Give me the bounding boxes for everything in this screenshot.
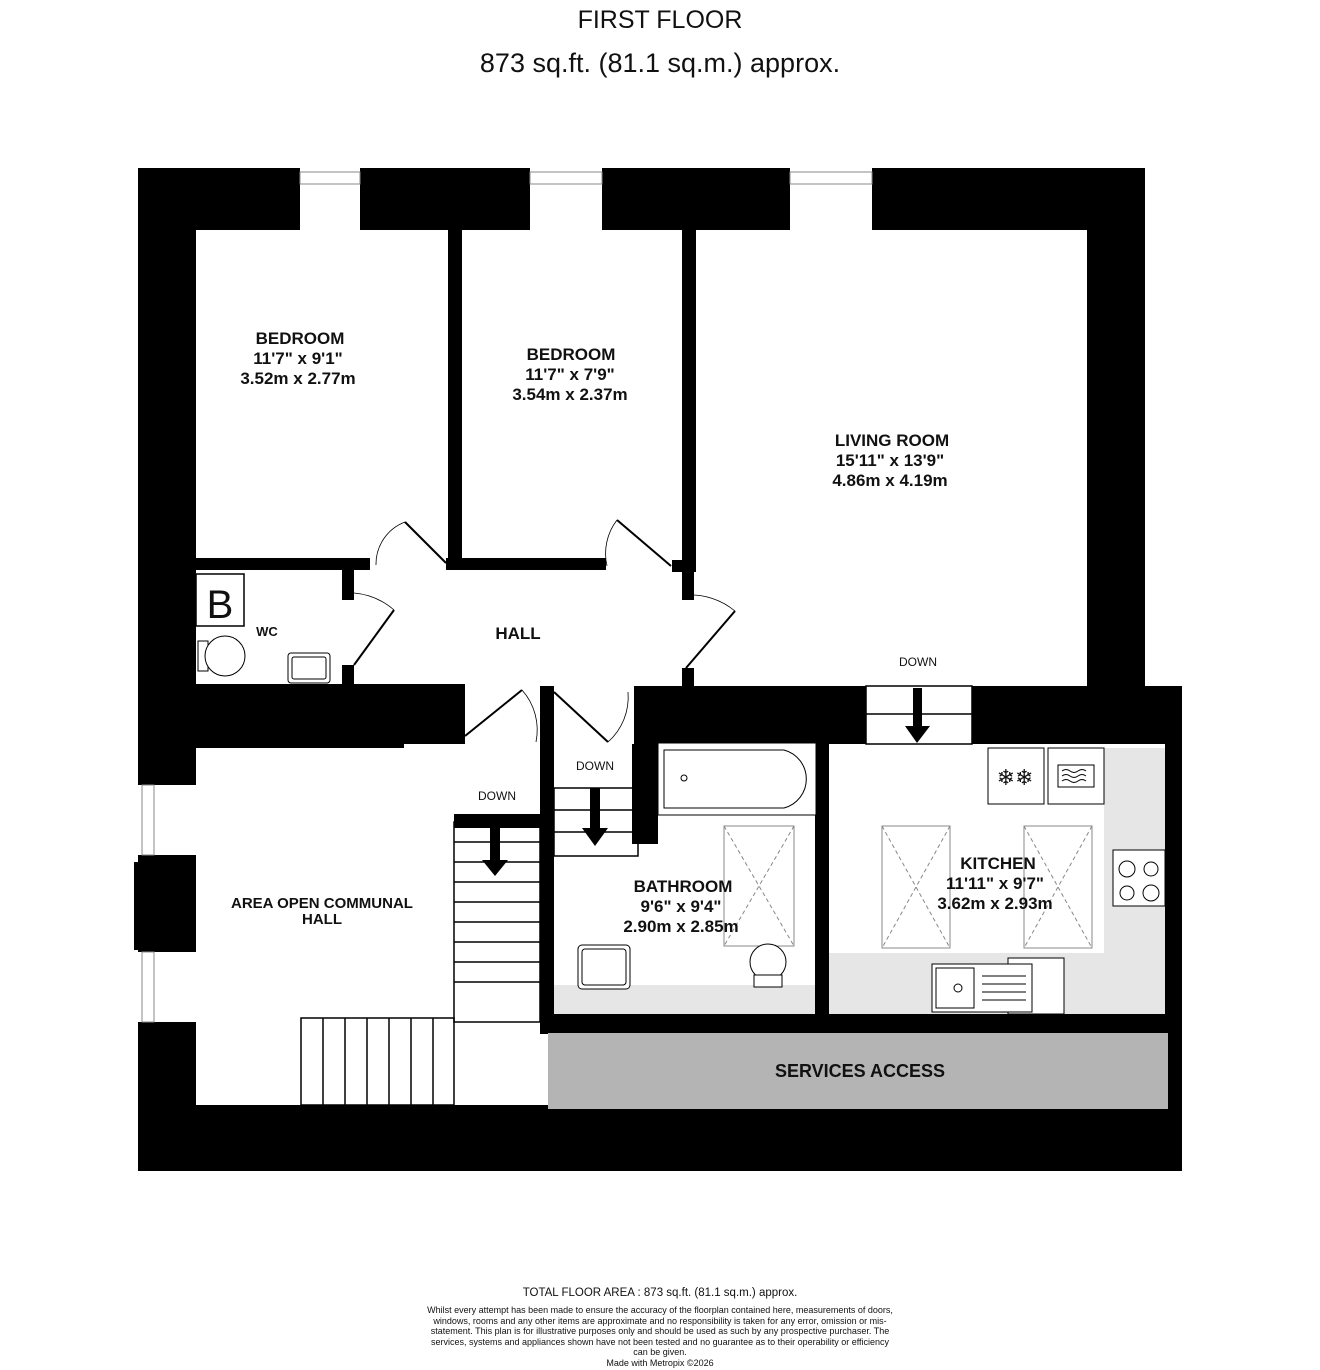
room-label-wc: WC	[256, 624, 278, 639]
svg-text:❄❄: ❄❄	[997, 765, 1034, 790]
window-icon	[138, 784, 196, 856]
windows	[134, 168, 873, 1023]
room-label-communal-hall: AREA OPEN COMMUNAL HALL	[231, 895, 413, 928]
toilet-icon	[197, 635, 246, 677]
svg-text:LIVING ROOM: LIVING ROOM	[835, 431, 949, 450]
down-arrows	[482, 688, 930, 876]
window-icon	[299, 168, 361, 230]
svg-text:B: B	[207, 583, 234, 627]
room-label-bedroom-2: BEDROOM 11'7" x 7'9" 3.54m x 2.37m	[512, 345, 627, 404]
room-label-hall: HALL	[495, 624, 540, 643]
total-floor-area: TOTAL FLOOR AREA : 873 sq.ft. (81.1 sq.m…	[522, 1287, 798, 1299]
svg-text:3.52m x 2.77m: 3.52m x 2.77m	[240, 369, 355, 388]
down-label: DOWN	[576, 759, 614, 773]
hob-icon	[1112, 849, 1166, 907]
svg-text:BATHROOM: BATHROOM	[634, 877, 733, 896]
svg-text:BEDROOM: BEDROOM	[256, 329, 345, 348]
toilet-icon	[749, 943, 787, 988]
window-icon	[789, 168, 873, 230]
room-label-kitchen: KITCHEN 11'11" x 9'7" 3.62m x 2.93m	[937, 854, 1052, 913]
svg-text:3.54m x 2.37m: 3.54m x 2.37m	[512, 385, 627, 404]
svg-text:9'6" x 9'4": 9'6" x 9'4"	[641, 897, 722, 916]
svg-text:KITCHEN: KITCHEN	[960, 854, 1036, 873]
skylight-icon	[881, 825, 1093, 949]
services-access-area	[548, 1033, 1168, 1109]
down-label: DOWN	[899, 655, 937, 669]
svg-text:2.90m x 2.85m: 2.90m x 2.85m	[623, 917, 738, 936]
svg-text:11'7" x 7'9": 11'7" x 7'9"	[525, 365, 614, 384]
svg-text:11'11" x 9'7": 11'11" x 9'7"	[946, 874, 1044, 893]
svg-text:3.62m x 2.93m: 3.62m x 2.93m	[937, 894, 1052, 913]
svg-text:11'7" x 9'1": 11'7" x 9'1"	[253, 349, 342, 368]
disclaimer: Whilst every attempt has been made to en…	[427, 1305, 893, 1357]
svg-text:AREA OPEN COMMUNAL: AREA OPEN COMMUNAL	[231, 895, 413, 912]
room-label-bedroom-1: BEDROOM 11'7" x 9'1" 3.52m x 2.77m	[240, 329, 355, 388]
window-icon	[529, 168, 603, 230]
room-label-services-access: SERVICES ACCESS	[775, 1061, 945, 1081]
fridge-freezer-icon: ❄❄	[987, 747, 1045, 805]
sink-icon	[931, 957, 1065, 1015]
basin-icon	[287, 652, 331, 684]
room-label-bathroom: BATHROOM 9'6" x 9'4" 2.90m x 2.85m	[623, 877, 738, 936]
window-icon	[138, 951, 196, 1023]
bathroom-worktop	[554, 985, 815, 1014]
floor-title: FIRST FLOOR	[577, 6, 743, 34]
basin-icon	[577, 944, 631, 990]
bath-icon	[657, 742, 817, 816]
svg-text:15'11" x 13'9": 15'11" x 13'9"	[836, 451, 944, 470]
doors	[353, 519, 736, 743]
down-label: DOWN	[478, 789, 516, 803]
credit: Made with Metropix ©2026	[606, 1358, 714, 1368]
microwave-icon	[1047, 747, 1105, 805]
svg-text:4.86m x 4.19m: 4.86m x 4.19m	[832, 471, 947, 490]
svg-text:BEDROOM: BEDROOM	[527, 345, 616, 364]
floor-area: 873 sq.ft. (81.1 sq.m.) approx.	[479, 48, 841, 78]
room-label-living-room: LIVING ROOM 15'11" x 13'9" 4.86m x 4.19m	[832, 431, 949, 490]
svg-text:HALL: HALL	[302, 911, 342, 928]
boiler-icon: B	[195, 573, 245, 627]
